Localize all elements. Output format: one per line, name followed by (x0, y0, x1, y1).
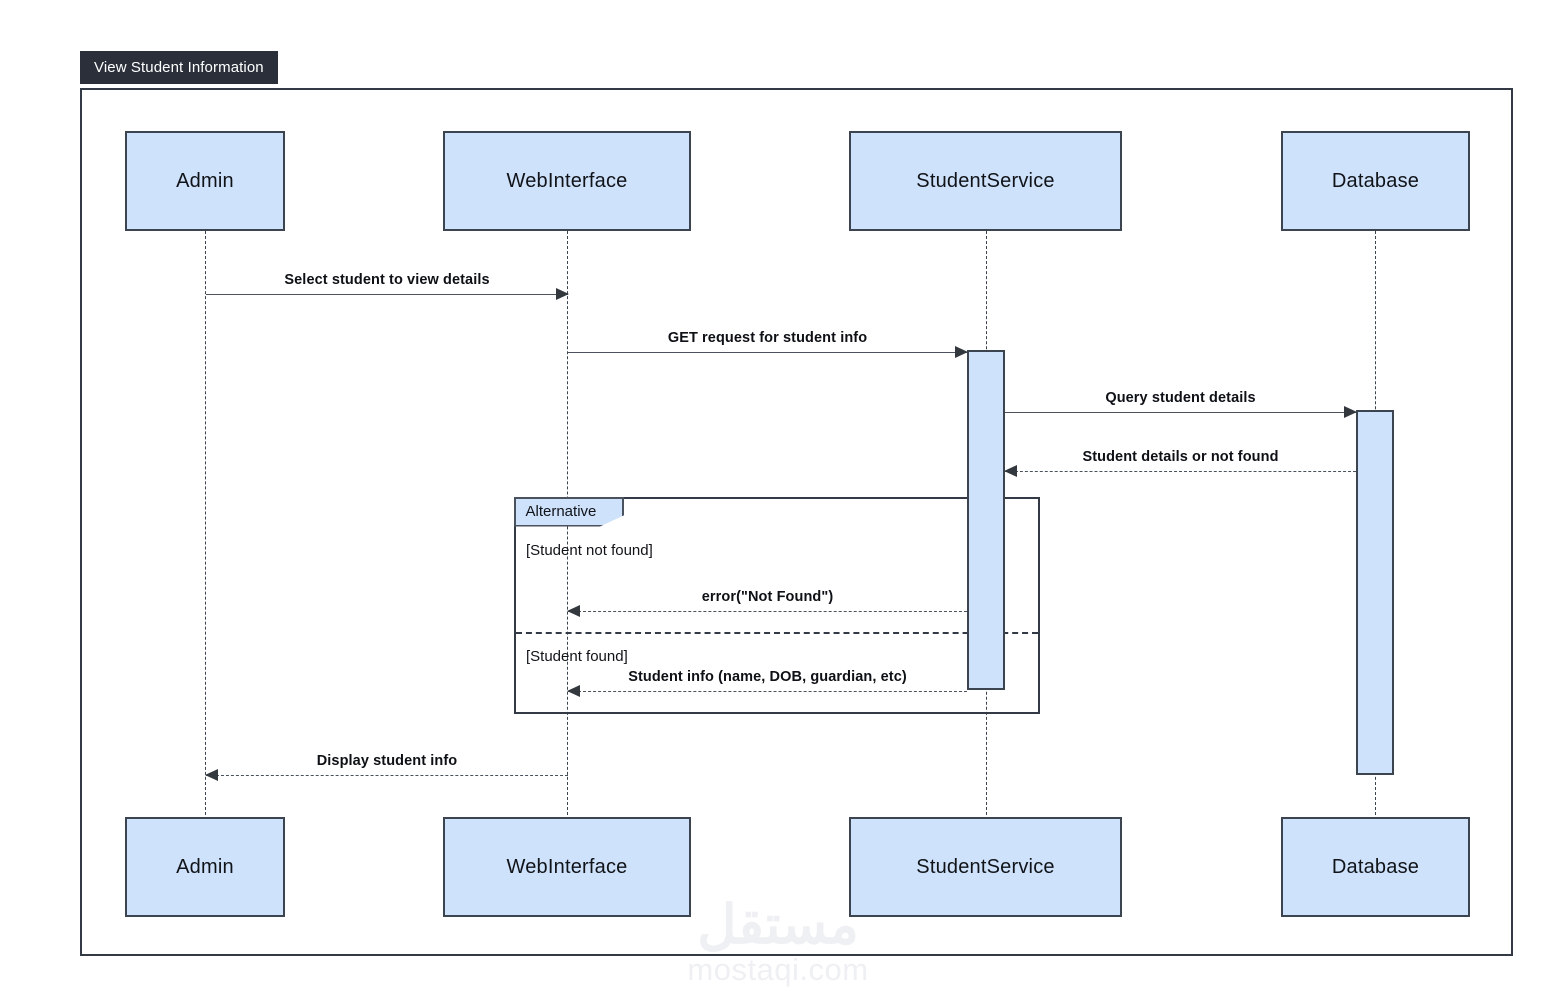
participant-webinterface-top[interactable]: WebInterface (443, 131, 691, 231)
message-label: error("Not Found") (701, 589, 834, 605)
fragment-operator-label: Alternative (513, 496, 625, 527)
message-label: Query student details (1105, 390, 1256, 406)
lifeline-admin (205, 231, 206, 820)
message-line (568, 691, 967, 692)
diagram-title: View Student Information (80, 51, 278, 84)
message-line (1005, 412, 1356, 413)
guard-condition-student-found: [Student found] (526, 648, 628, 665)
participant-label: Admin (176, 855, 234, 878)
arrowhead-right-icon (1344, 406, 1357, 418)
guard-condition-student-not-found: [Student not found] (526, 542, 653, 559)
message-line (1005, 471, 1356, 472)
message-line (568, 352, 967, 353)
watermark-latin-text: mostaqi.com (687, 952, 869, 987)
participant-label: WebInterface (506, 855, 628, 878)
message-label: Display student info (316, 753, 458, 769)
participant-admin-top[interactable]: Admin (125, 131, 285, 231)
participant-webinterface-bottom[interactable]: WebInterface (443, 817, 691, 917)
participant-label: Database (1331, 855, 1420, 878)
arrowhead-left-icon (567, 685, 580, 697)
fragment-divider (516, 632, 1038, 634)
message-label: Student details or not found (1082, 449, 1279, 465)
message-line (568, 611, 967, 612)
diagram-frame (80, 88, 1513, 956)
arrowhead-left-icon (567, 605, 580, 617)
participant-label: StudentService (916, 169, 1055, 192)
participant-label: WebInterface (506, 169, 628, 192)
participant-label: Database (1331, 169, 1420, 192)
participant-database-bottom[interactable]: Database (1281, 817, 1470, 917)
message-label: Select student to view details (284, 272, 490, 288)
participant-label: Admin (176, 169, 234, 192)
message-label: Student info (name, DOB, guardian, etc) (628, 669, 907, 685)
participant-label: StudentService (916, 855, 1055, 878)
arrowhead-right-icon (556, 288, 569, 300)
participant-studentservice-bottom[interactable]: StudentService (849, 817, 1122, 917)
activation-bar-database (1356, 410, 1394, 775)
arrowhead-left-icon (205, 769, 218, 781)
arrowhead-left-icon (1004, 465, 1017, 477)
arrowhead-right-icon (955, 346, 968, 358)
message-line (206, 294, 568, 295)
participant-admin-bottom[interactable]: Admin (125, 817, 285, 917)
participant-database-top[interactable]: Database (1281, 131, 1470, 231)
message-label: GET request for student info (667, 330, 868, 346)
combined-fragment-alt: Alternative (513, 496, 1040, 714)
message-line (206, 775, 568, 776)
activation-bar-studentservice (967, 350, 1005, 690)
participant-studentservice-top[interactable]: StudentService (849, 131, 1122, 231)
